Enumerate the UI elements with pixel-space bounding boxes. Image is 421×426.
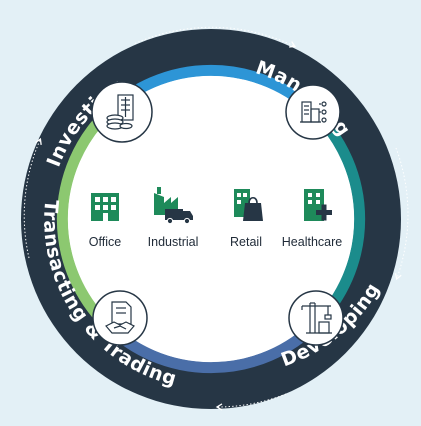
office-building-icon [91, 193, 119, 221]
building-coins-icon [106, 94, 134, 130]
hospital-cross-icon [304, 189, 332, 221]
sector-industrial: Industrial [148, 187, 199, 249]
handshake-document-icon [105, 301, 135, 334]
sector-label-office: Office [89, 235, 121, 249]
arrow-managing-to-developing [394, 147, 409, 281]
sector-office: Office [89, 193, 121, 249]
sector-label-industrial: Industrial [148, 235, 199, 249]
stage-managing [285, 84, 341, 140]
band-segment-navy [102, 320, 320, 374]
factory-truck-icon [154, 187, 193, 225]
stage-developing [288, 290, 344, 346]
stage-investing [91, 81, 153, 143]
sector-label-retail: Retail [230, 235, 262, 249]
crane-building-icon [301, 302, 332, 334]
band-segment-green [56, 110, 110, 328]
building-chart-icon [300, 101, 327, 123]
sector-healthcare: Healthcare [282, 189, 342, 249]
cycle-arrows [23, 26, 409, 411]
sector-retail: Retail [230, 189, 263, 249]
sector-label-healthcare: Healthcare [282, 235, 342, 249]
shopping-bag-icon [234, 189, 263, 221]
stage-transacting [92, 290, 148, 346]
